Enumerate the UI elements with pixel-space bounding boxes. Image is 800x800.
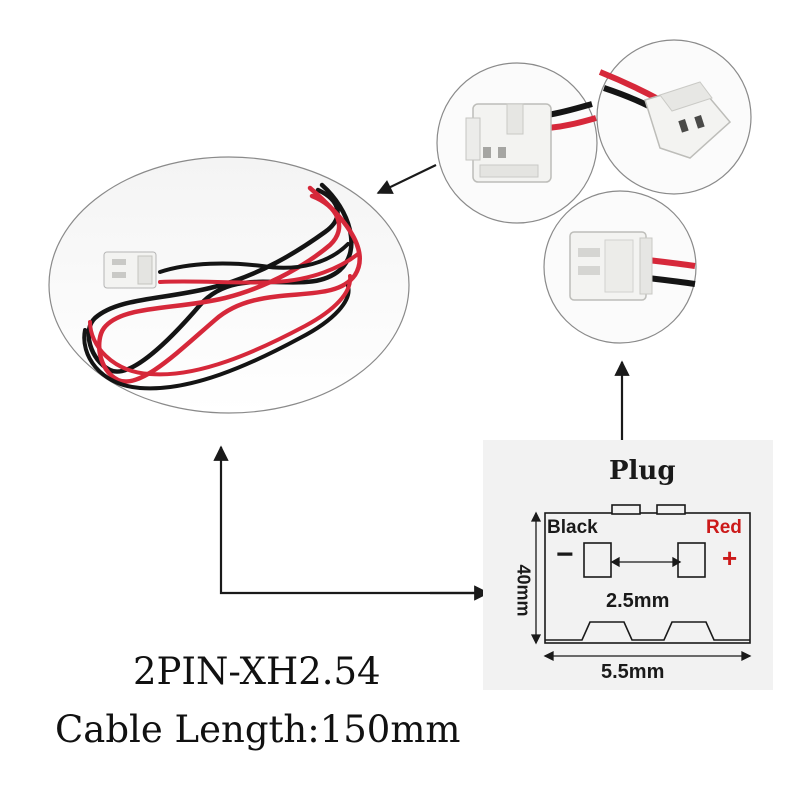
black-wire-label: Black [547,517,598,538]
red-wire-lead [158,252,360,285]
connector-side-circle [543,190,697,344]
cable-length-caption: Cable Length:150mm [55,708,461,751]
connector-front-circle [436,62,598,224]
dimension-lines [530,511,752,662]
black-wire-loop [82,284,351,391]
pin-black-box [583,542,612,578]
arrow-to-overview [376,164,437,194]
black-wire [86,182,354,374]
diagram-panel [483,440,773,690]
pin-pitch-label: 2.5mm [606,590,670,612]
black-wire-lead [158,242,350,274]
red-wire-loop [88,274,353,377]
pin-red-box [677,542,706,578]
cable-overview-oval [48,156,410,414]
plug-title: Plug [609,456,676,486]
connector-angled-circle [596,39,752,195]
red-wire-label: Red [706,517,742,538]
plug-width-label: 5.5mm [601,661,665,683]
arrow-loop-to-overview [213,445,490,595]
red-wire [96,185,362,384]
model-caption: 2PIN-XH2.54 [133,650,381,693]
plug-outline-diagram [544,504,751,644]
negative-terminal-sign: − [556,538,574,571]
arrows [213,164,630,601]
positive-terminal-sign: + [722,543,738,573]
plug-height-label: 40mm [513,564,534,617]
small-connector [103,251,157,289]
